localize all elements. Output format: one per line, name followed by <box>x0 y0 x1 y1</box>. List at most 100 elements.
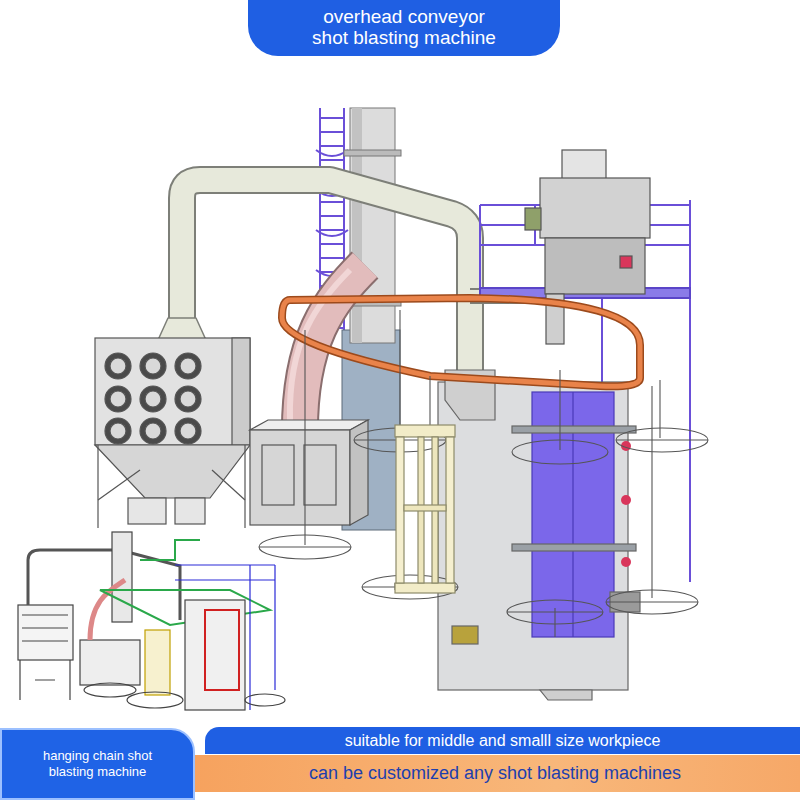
hanging-hooks-part <box>429 376 430 425</box>
hanging-hooks-part <box>512 440 608 464</box>
blasting-chamber-part <box>621 495 631 505</box>
hanging-hooks-part <box>507 600 603 624</box>
box-text: hanging chain shot blasting machine <box>18 748 178 779</box>
conveyor-track-part <box>282 298 640 386</box>
elevator-separator-part <box>525 208 541 230</box>
hanging-hooks-part <box>304 330 305 545</box>
conveyor-track <box>282 298 640 386</box>
inset-drawing-part <box>18 605 73 660</box>
separator-box-part <box>250 420 368 430</box>
inset-drawing-part <box>127 692 183 708</box>
dust-collector-part <box>110 423 126 439</box>
hanging-hooks-part <box>259 546 351 547</box>
title-banner: overhead conveyor shot blasting machine <box>248 0 560 56</box>
separator-box-part <box>262 445 294 505</box>
inset-drawing-part <box>22 615 68 641</box>
dust-collector-part <box>140 353 166 379</box>
dust-collector-part <box>98 470 140 500</box>
dust-collector-part <box>180 391 196 407</box>
dust-collector-part <box>232 338 250 445</box>
inset-drawing-part <box>175 565 275 710</box>
inset-drawing <box>18 532 285 710</box>
blasting-chamber-part <box>540 690 592 700</box>
separator-box <box>250 420 368 525</box>
elevator-separator <box>525 150 650 344</box>
vertical-pipe-part <box>352 108 362 343</box>
dust-collector-part <box>145 391 161 407</box>
inset-drawing-part <box>84 683 136 697</box>
hanging-hooks-part <box>616 428 708 452</box>
dust-collector-part <box>95 338 250 445</box>
hanging-hooks-part <box>606 590 698 614</box>
hanging-hooks-part <box>362 575 458 599</box>
exhaust-pipe-part <box>158 318 206 340</box>
hanging-hooks-part <box>651 386 652 598</box>
dust-collector-part <box>105 418 131 444</box>
hanging-hooks-part <box>606 601 698 602</box>
dust-collector-part <box>95 445 250 498</box>
blasting-chamber-part <box>621 557 631 567</box>
dust-collector-part <box>110 391 126 407</box>
dust-collector-part <box>244 445 245 528</box>
dust-collector-part <box>175 498 205 524</box>
dust-collector-part <box>140 418 166 444</box>
dust-collector-part <box>180 423 196 439</box>
elevator-separator-part <box>620 256 632 268</box>
dust-collector-part <box>105 353 131 379</box>
hanging-hooks-part <box>659 380 660 438</box>
hanging-hooks-part <box>507 611 603 612</box>
info-band: suitable for middle and smalll size work… <box>205 727 800 754</box>
separator-box-part <box>304 445 336 505</box>
hanging-basket-part <box>396 437 404 583</box>
vertical-pipe-part <box>350 108 395 343</box>
box-text: suitable for middle and smalll size work… <box>345 731 661 750</box>
inset-drawing-part <box>245 694 285 706</box>
box-text: can be customized any shot blasting mach… <box>309 763 681 785</box>
inset-drawing-part <box>185 600 245 710</box>
hanging-hooks-part <box>616 439 708 440</box>
inset-drawing-part <box>145 630 170 695</box>
hanging-hooks-part <box>259 535 351 559</box>
blasting-chamber <box>438 370 640 700</box>
promo-band: can be customized any shot blasting mach… <box>190 755 800 792</box>
dust-collector-part <box>145 423 161 439</box>
elevator-separator-part <box>562 150 606 180</box>
dust-collector-part <box>145 358 161 374</box>
hanging-basket <box>395 425 455 593</box>
dust-collector-part <box>175 418 201 444</box>
dust-collector-part <box>175 386 201 412</box>
separator-box-part <box>350 420 368 525</box>
separator-box-part <box>250 430 350 525</box>
title-text: overhead conveyor shot blasting machine <box>289 7 519 48</box>
inset-drawing-part <box>80 640 140 685</box>
hanging-hooks <box>259 310 708 637</box>
dust-collector-part <box>105 386 131 412</box>
hanging-basket-part <box>446 437 454 583</box>
dust-collector <box>95 338 250 528</box>
inset-drawing-part <box>205 610 239 690</box>
vertical-pipe-part <box>344 150 401 156</box>
dust-collector-part <box>175 353 201 379</box>
hanging-hooks-part <box>559 370 560 450</box>
blasting-chamber-part <box>452 626 478 644</box>
hanging-basket-part <box>404 505 446 511</box>
inset-drawing-part <box>112 532 132 622</box>
conveyor-track-part <box>282 298 640 386</box>
hanging-hooks-part <box>399 310 400 438</box>
label-box: hanging chain shot blasting machine <box>0 728 195 800</box>
dust-collector-part <box>97 445 98 528</box>
hanging-basket-part <box>395 425 455 437</box>
elevator-separator-part <box>545 238 645 294</box>
inset-drawing-part <box>140 540 200 560</box>
inset-drawing-part <box>20 660 70 700</box>
hanging-basket-part <box>395 583 455 593</box>
elevator-separator-part <box>540 178 650 238</box>
dust-collector-part <box>128 498 166 524</box>
blasting-chamber-part <box>512 544 636 551</box>
dust-collector-part <box>140 386 166 412</box>
blasting-chamber-part <box>512 426 636 433</box>
dust-collector-part <box>110 358 126 374</box>
